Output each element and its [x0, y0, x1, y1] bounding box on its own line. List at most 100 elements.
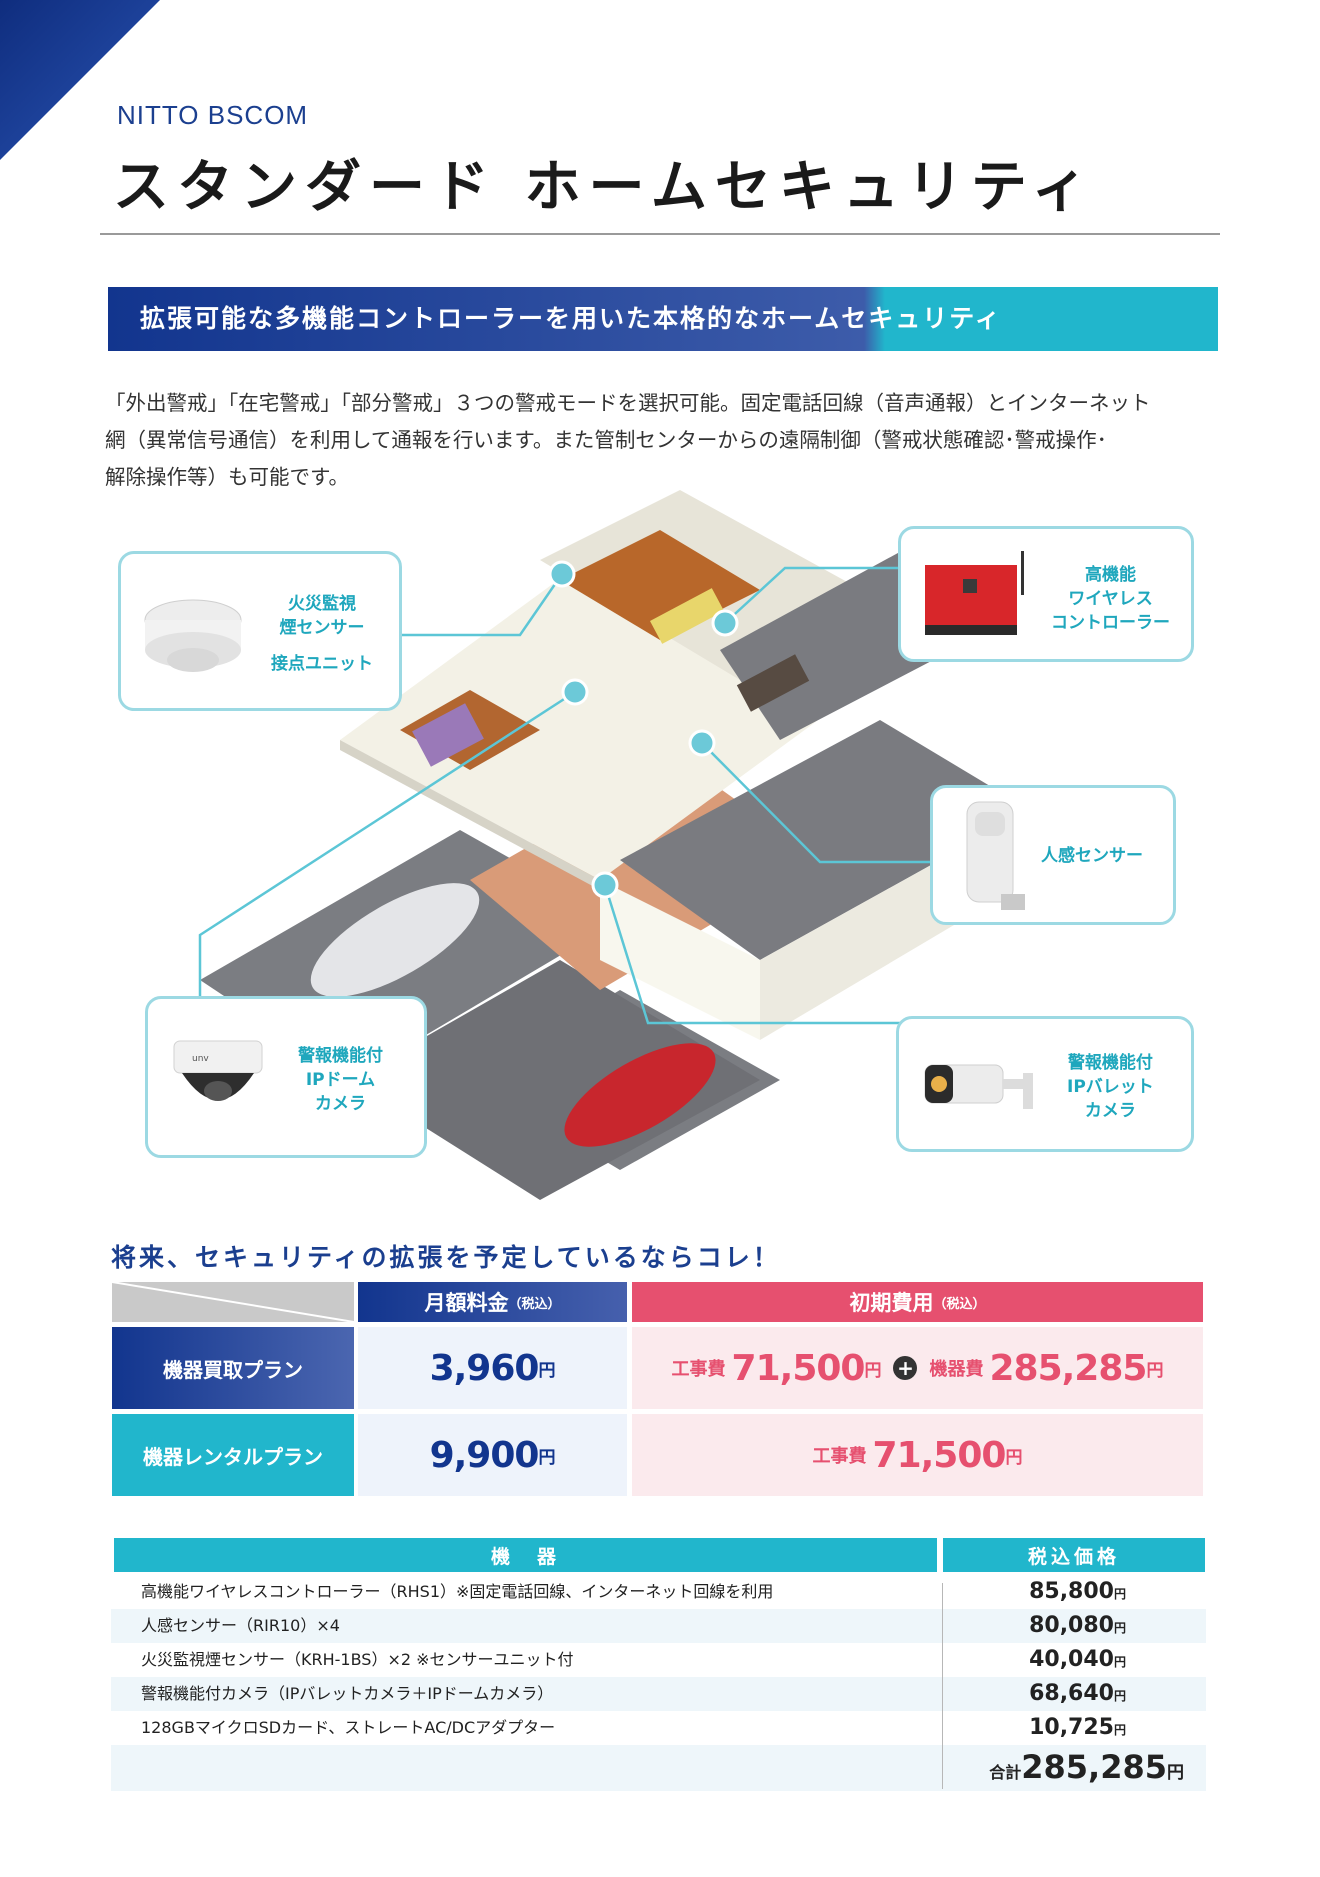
yen-unit: 円 — [1005, 1447, 1023, 1468]
yen-unit: 円 — [1113, 1723, 1126, 1737]
callout-motion-sensor: 人感センサー — [930, 785, 1176, 925]
callout-dome-camera: unv 警報機能付 IPドーム カメラ — [145, 996, 427, 1158]
initial-cost-header: 初期費用 （税込） — [632, 1282, 1203, 1322]
callout-line: 警報機能付 — [1067, 1053, 1153, 1073]
tax-note: （税込） — [933, 1296, 986, 1312]
plan-name: 機器レンタルプラン — [143, 1444, 323, 1469]
callout-smoke-sensor: 火災監視 煙センサー 接点ユニット — [118, 551, 402, 711]
tax-note: （税込） — [508, 1296, 561, 1312]
price-value: 68,640 — [1029, 1681, 1114, 1706]
controller-icon — [925, 551, 1024, 635]
equipment-price: 10,725円 — [1029, 1711, 1126, 1745]
bullet-camera-label: 警報機能付 IPバレット カメラ — [1067, 1051, 1154, 1123]
callout-line: 高機能 — [1085, 565, 1136, 585]
total-value: 285,285 — [1021, 1748, 1167, 1786]
motion-sensor-label: 人感センサー — [1041, 844, 1143, 868]
equipment-price: 80,080円 — [1029, 1609, 1126, 1643]
callout-line: IPバレット — [1067, 1077, 1154, 1097]
monthly-price: 3,960 — [429, 1347, 540, 1389]
construction-price: 71,500 — [872, 1434, 1007, 1476]
brand-name: NITTO BSCOM — [117, 100, 309, 130]
equipment-header-price: 税込価格 — [943, 1538, 1205, 1572]
yen-unit: 円 — [538, 1447, 556, 1468]
callout-bullet-camera: 警報機能付 IPバレット カメラ — [896, 1016, 1194, 1152]
yen-unit: 円 — [864, 1360, 882, 1381]
controller-label: 高機能 ワイヤレス コントローラー — [1051, 563, 1170, 635]
yen-unit: 円 — [1167, 1763, 1184, 1783]
pricing-corner-cell — [112, 1282, 354, 1322]
smoke-sensor-label: 火災監視 煙センサー 接点ユニット — [271, 592, 373, 676]
yen-unit: 円 — [538, 1360, 556, 1381]
intro-line: 「外出警戒」「在宅警戒」「部分警戒」３つの警戒モードを選択可能。固定電話回線（音… — [105, 391, 1151, 415]
construction-label: 工事費 — [671, 1359, 726, 1380]
headline-banner: 拡張可能な多機能コントローラーを用いた本格的なホームセキュリティ — [108, 287, 1218, 351]
equipment-row: 警報機能付カメラ（IPバレットカメラ＋IPドームカメラ） 68,640円 — [111, 1677, 1206, 1711]
monthly-fee-header-text: 月額料金 — [424, 1291, 509, 1315]
callout-controller: 高機能 ワイヤレス コントローラー — [898, 526, 1194, 662]
pricing-subhead: 将来、セキュリティの拡張を予定しているならコレ！ — [111, 1243, 781, 1272]
yen-unit: 円 — [1113, 1621, 1126, 1635]
page-title: スタンダード ホームセキュリティ — [113, 155, 1096, 220]
intro-text: 「外出警戒」「在宅警戒」「部分警戒」３つの警戒モードを選択可能。固定電話回線（音… — [105, 385, 1225, 496]
dome-camera-label: 警報機能付 IPドーム カメラ — [298, 1044, 383, 1116]
yen-unit: 円 — [1113, 1689, 1126, 1703]
callout-line: 火災監視 — [288, 594, 356, 614]
plan-rental-monthly: 9,900 円 — [358, 1414, 627, 1496]
equipment-price: 85,800円 — [1029, 1575, 1126, 1609]
equipment-row: 人感センサー（RIR10）×4 80,080円 — [111, 1609, 1206, 1643]
equipment-row: 128GBマイクロSDカード、ストレートAC/DCアダプター 10,725円 — [111, 1711, 1206, 1745]
callout-line: カメラ — [1084, 1101, 1136, 1121]
yen-unit: 円 — [1113, 1587, 1126, 1601]
equipment-name: 警報機能付カメラ（IPバレットカメラ＋IPドームカメラ） — [141, 1684, 554, 1703]
dome-camera-icon — [173, 1040, 263, 1101]
smoke-sensor-icon — [144, 599, 242, 672]
yen-unit: 円 — [1113, 1655, 1126, 1669]
equipment-price: 40,040円 — [1029, 1643, 1126, 1677]
dome-camera-brand: unv — [192, 1054, 209, 1064]
equipment-total-row — [111, 1745, 1206, 1791]
callout-line: 人感センサー — [1041, 846, 1143, 866]
equipment-header-item: 機 器 — [114, 1538, 937, 1572]
equipment-name: 128GBマイクロSDカード、ストレートAC/DCアダプター — [141, 1718, 556, 1737]
initial-cost-header-text: 初期費用 — [849, 1291, 934, 1315]
price-value: 40,040 — [1029, 1647, 1114, 1672]
equipment-price: 285,285 — [989, 1347, 1147, 1389]
corner-decoration — [0, 0, 160, 160]
equipment-name: 人感センサー（RIR10）×4 — [141, 1616, 340, 1635]
callout-line: コントローラー — [1051, 613, 1170, 633]
callout-line: ワイヤレス — [1068, 589, 1153, 609]
callout-line: IPドーム — [305, 1070, 376, 1090]
total-label: 合計 — [989, 1763, 1022, 1782]
plan-name: 機器買取プラン — [163, 1357, 303, 1382]
title-divider — [100, 233, 1220, 235]
price-value: 85,800 — [1029, 1579, 1114, 1604]
monthly-price: 9,900 — [429, 1434, 540, 1476]
plus-icon: + — [893, 1356, 918, 1380]
construction-price: 71,500 — [731, 1347, 866, 1389]
intro-line: 解除操作等）も可能です。 — [105, 465, 349, 489]
banner-text: 拡張可能な多機能コントローラーを用いた本格的なホームセキュリティ — [140, 304, 1002, 333]
plan-purchase-monthly: 3,960 円 — [358, 1327, 627, 1409]
plan-rental-label: 機器レンタルプラン — [112, 1414, 354, 1496]
equipment-price: 68,640円 — [1029, 1677, 1126, 1711]
equipment-column-divider — [942, 1583, 943, 1789]
equipment-row: 高機能ワイヤレスコントローラー（RHS1）※固定電話回線、インターネット回線を利… — [111, 1575, 1206, 1609]
monthly-fee-header: 月額料金 （税込） — [358, 1282, 627, 1322]
callout-line: 接点ユニット — [271, 654, 373, 674]
intro-line: 網（異常信号通信）を利用して通報を行います。また管制センターからの遠隔制御（警戒… — [105, 428, 1107, 452]
equipment-total: 合計285,285円 — [989, 1748, 1184, 1786]
callout-line: 警報機能付 — [298, 1046, 383, 1066]
plan-purchase-label: 機器買取プラン — [112, 1327, 354, 1409]
equipment-name: 火災監視煙センサー（KRH-1BS）×2 ※センサーユニット付 — [141, 1650, 574, 1669]
callout-line: カメラ — [315, 1094, 366, 1114]
construction-label: 工事費 — [812, 1446, 867, 1467]
callout-line: 煙センサー — [279, 618, 365, 638]
price-value: 80,080 — [1029, 1613, 1114, 1638]
equipment-label: 機器費 — [929, 1359, 984, 1380]
plan-purchase-initial: 工事費 71,500 円 + 機器費 285,285 円 — [632, 1327, 1203, 1409]
plan-rental-initial: 工事費 71,500 円 — [632, 1414, 1203, 1496]
yen-unit: 円 — [1146, 1360, 1164, 1381]
price-value: 10,725 — [1029, 1715, 1114, 1740]
motion-sensor-icon — [966, 801, 1025, 910]
equipment-name: 高機能ワイヤレスコントローラー（RHS1）※固定電話回線、インターネット回線を利… — [141, 1582, 774, 1601]
